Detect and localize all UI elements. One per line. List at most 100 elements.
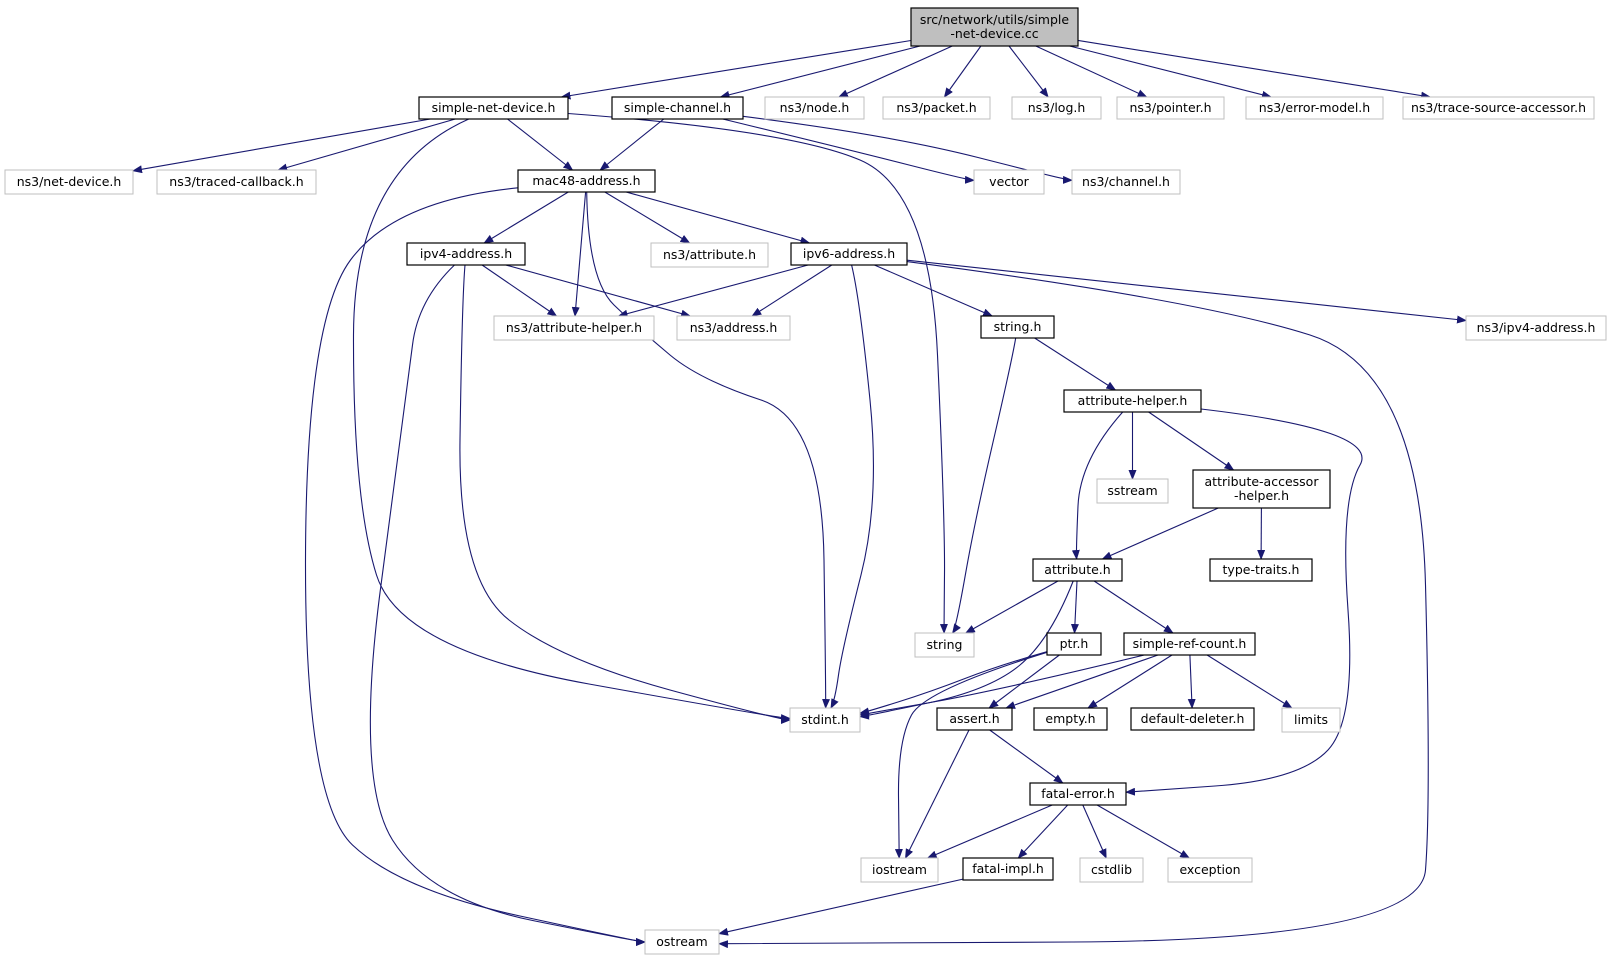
node-label: src/network/utils/simple: [920, 12, 1069, 27]
node-box: [517, 169, 656, 193]
edge-assert-to-fatalerr: [989, 729, 1064, 784]
node-label: vector: [989, 174, 1030, 189]
node-node: ns3/node.h: [764, 96, 865, 120]
edge-attrhelper-to-fatalerr: [1125, 408, 1363, 796]
node-label: string: [927, 637, 963, 652]
node-label: ns3/trace-source-accessor.h: [1411, 100, 1586, 115]
node-label: ns3/pointer.h: [1129, 100, 1211, 115]
node-label: fatal-error.h: [1041, 786, 1115, 801]
node-label: type-traits.h: [1223, 562, 1300, 577]
node-label: ipv6-address.h: [803, 246, 895, 261]
node-box: [1465, 315, 1607, 341]
edge-root-to-packet: [943, 45, 982, 98]
node-fatalerr[interactable]: fatal-error.h: [1029, 782, 1127, 806]
node-box: [1071, 169, 1181, 195]
edge-fatalerr-to-exception: [1096, 804, 1191, 859]
node-label: limits: [1294, 712, 1328, 727]
edge-snd-to-mac48: [507, 118, 574, 171]
node-box: [1011, 96, 1102, 120]
node-box: [860, 857, 939, 883]
edge-stringh-to-string: [952, 337, 1017, 634]
node-box: [1192, 469, 1331, 509]
node-ipv4[interactable]: ipv4-address.h: [406, 242, 526, 266]
node-mac48[interactable]: mac48-address.h: [517, 169, 656, 193]
node-box: [1167, 857, 1253, 883]
node-stringh[interactable]: string.h: [980, 315, 1055, 339]
edge-root-to-node: [837, 45, 953, 98]
node-ipv6[interactable]: ipv6-address.h: [790, 242, 908, 266]
edge-root-to-pointer: [1035, 45, 1148, 98]
node-box: [1123, 632, 1256, 656]
node-assert[interactable]: assert.h: [936, 707, 1013, 731]
edge-ipv6-to-ostream: [718, 261, 1429, 949]
node-src[interactable]: simple-ref-count.h: [1123, 632, 1256, 656]
node-box: [1046, 632, 1102, 656]
node-label: ns3/error-model.h: [1259, 100, 1370, 115]
edge-snd-to-netdev: [132, 118, 431, 174]
edge-attrhelper-to-attributeh: [1071, 411, 1124, 560]
edge-ipv6-to-stdint: [830, 264, 874, 709]
node-attributeh[interactable]: attribute.h: [1032, 558, 1123, 582]
edge-root-to-tsa: [1077, 39, 1432, 100]
edge-src-to-assert: [1005, 654, 1159, 709]
edge-ipv6-to-ns3ipv4: [906, 259, 1467, 324]
node-label: ns3/attribute-helper.h: [506, 320, 642, 335]
edge-ipv4-to-ostream: [369, 264, 646, 946]
edge-sch-to-mac48: [599, 118, 665, 171]
node-iostream: iostream: [860, 857, 939, 883]
edge-ipv4-to-stdint: [459, 264, 791, 724]
node-typetraits[interactable]: type-traits.h: [1209, 558, 1313, 582]
node-box: [1033, 707, 1108, 731]
node-label: ns3/node.h: [780, 100, 850, 115]
edge-mac48-to-ipv4: [483, 191, 569, 244]
node-label: assert.h: [949, 711, 999, 726]
node-label: ns3/ipv4-address.h: [1477, 320, 1596, 335]
edges-layer: [132, 39, 1467, 949]
node-label: attribute.h: [1044, 562, 1110, 577]
node-box: [493, 315, 655, 341]
edge-mac48-to-ostream: [304, 187, 646, 946]
edge-ipv4-to-ns3addr: [505, 264, 692, 318]
node-ns3ipv4: ns3/ipv4-address.h: [1465, 315, 1607, 341]
edge-root-to-sch: [719, 45, 921, 99]
node-snd[interactable]: simple-net-device.h: [418, 96, 569, 120]
edge-fatalerr-to-fatalimpl: [1017, 804, 1069, 859]
edge-src-to-stdint: [859, 654, 1145, 718]
node-aah[interactable]: attribute-accessor-helper.h: [1192, 469, 1331, 509]
node-ptr[interactable]: ptr.h: [1046, 632, 1102, 656]
node-empty[interactable]: empty.h: [1033, 707, 1108, 731]
node-packet: ns3/packet.h: [882, 96, 991, 120]
node-box: [764, 96, 865, 120]
node-box: [1029, 782, 1127, 806]
node-label: simple-ref-count.h: [1133, 636, 1247, 651]
edge-ptr-to-assert: [988, 654, 1060, 709]
node-label: simple-channel.h: [624, 100, 731, 115]
edge-assert-to-iostream: [905, 729, 970, 859]
node-netdev: ns3/net-device.h: [4, 169, 134, 195]
node-ns3addr: ns3/address.h: [676, 315, 791, 341]
node-deleter[interactable]: default-deleter.h: [1130, 707, 1255, 731]
edge-ptr-to-iostream: [894, 651, 1048, 859]
node-root[interactable]: src/network/utils/simple-net-device.cc: [910, 7, 1079, 47]
node-ns3attr: ns3/attribute.h: [650, 242, 769, 268]
node-label: ns3/log.h: [1028, 100, 1086, 115]
node-pointer: ns3/pointer.h: [1116, 96, 1225, 120]
edge-root-to-log: [1008, 45, 1049, 98]
node-attrhelper[interactable]: attribute-helper.h: [1063, 389, 1202, 413]
node-box: [910, 7, 1079, 47]
node-ns3attrhelper: ns3/attribute-helper.h: [493, 315, 655, 341]
node-box: [676, 315, 791, 341]
edge-src-to-limits: [1206, 654, 1293, 709]
node-box: [1130, 707, 1255, 731]
node-label: ostream: [656, 934, 707, 949]
node-label: ptr.h: [1060, 636, 1089, 651]
node-sch[interactable]: simple-channel.h: [611, 96, 744, 120]
node-box: [156, 169, 317, 195]
edge-aah-to-attributeh: [1101, 507, 1219, 560]
node-box: [789, 707, 861, 733]
node-box: [1281, 707, 1341, 733]
node-box: [1032, 558, 1123, 582]
node-fatalimpl[interactable]: fatal-impl.h: [962, 857, 1054, 881]
edge-mac48-to-ipv6: [625, 191, 811, 245]
